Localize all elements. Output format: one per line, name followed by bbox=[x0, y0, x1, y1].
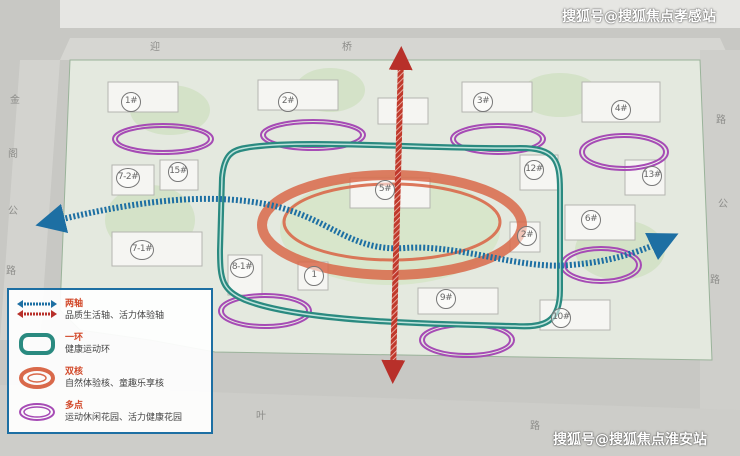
top-area bbox=[60, 0, 740, 28]
building-label: 2# bbox=[517, 226, 537, 246]
building-label: 7-2# bbox=[116, 168, 140, 188]
garden-point bbox=[579, 133, 669, 171]
building-label: 13# bbox=[642, 166, 662, 186]
road-label-top: 迎 bbox=[150, 42, 160, 53]
building-label: 8-1# bbox=[230, 258, 254, 278]
building-9 bbox=[417, 287, 499, 315]
road-label-bottom: 路 bbox=[530, 421, 540, 432]
axis-red bbox=[381, 46, 413, 384]
building-label: 3# bbox=[473, 92, 493, 112]
legend-desc: 自然体验核、童趣乐享核 bbox=[65, 379, 165, 389]
garden-point bbox=[112, 123, 214, 155]
building-label: 6# bbox=[581, 210, 601, 230]
garden-point bbox=[260, 119, 366, 151]
legend-title: 双核 bbox=[65, 367, 84, 377]
building-3 bbox=[461, 81, 533, 113]
road-label-left: 路 bbox=[6, 266, 16, 277]
garden-point bbox=[116, 126, 210, 152]
building-label: 10# bbox=[551, 308, 571, 328]
legend-desc: 运动休闲花园、活力健康花园 bbox=[65, 413, 183, 423]
road-label-right: 公 bbox=[718, 199, 728, 210]
building-label: 4# bbox=[611, 100, 631, 120]
building-7-1 bbox=[111, 231, 203, 267]
green-patch bbox=[520, 73, 600, 117]
garden-point bbox=[264, 122, 362, 148]
watermark-top: 搜狐号@搜狐焦点孝感站 bbox=[562, 9, 716, 25]
building-label: 15# bbox=[168, 162, 188, 182]
building-2 bbox=[257, 79, 339, 111]
building-label: 9# bbox=[436, 289, 456, 309]
garden-point bbox=[218, 293, 312, 329]
building-11 bbox=[377, 97, 429, 125]
road-label-left: 金 bbox=[10, 95, 20, 106]
axes-symbol-icon bbox=[17, 300, 57, 318]
watermark-bottom: 搜狐号@搜狐焦点淮安站 bbox=[553, 432, 707, 448]
garden-point bbox=[222, 296, 308, 326]
building-label: 5# bbox=[375, 180, 395, 200]
road-label-left: 公 bbox=[8, 206, 18, 217]
legend-title: 多点 bbox=[65, 401, 84, 411]
building-1 bbox=[107, 81, 179, 113]
cores-symbol-icon bbox=[19, 367, 55, 389]
legend-title: 两轴 bbox=[65, 299, 84, 309]
legend-desc: 品质生活轴、活力体验轴 bbox=[65, 311, 165, 321]
road-label-left: 阁 bbox=[8, 149, 18, 160]
points-symbol-icon bbox=[19, 403, 55, 421]
building-label: 1# bbox=[121, 92, 141, 112]
legend-title: 一环 bbox=[65, 333, 84, 343]
ring-symbol-icon bbox=[19, 333, 55, 355]
building-label: 12# bbox=[524, 160, 544, 180]
legend: 两轴 品质生活轴、活力体验轴 一环 健康运动环 双核 自然体验核、童趣乐享核 多… bbox=[7, 288, 213, 434]
road-label-right: 路 bbox=[710, 275, 720, 286]
building-label: 7-1# bbox=[130, 240, 154, 260]
road-left bbox=[0, 60, 60, 340]
road-top bbox=[60, 38, 730, 60]
garden-point bbox=[583, 136, 665, 168]
road-label-top: 桥 bbox=[342, 42, 352, 53]
building-label: 1 bbox=[304, 266, 324, 286]
building-label: 2# bbox=[278, 92, 298, 112]
garden-point bbox=[450, 123, 546, 155]
road-label-bottom: 叶 bbox=[256, 411, 266, 422]
legend-desc: 健康运动环 bbox=[65, 345, 111, 355]
road-label-right: 路 bbox=[716, 115, 726, 126]
